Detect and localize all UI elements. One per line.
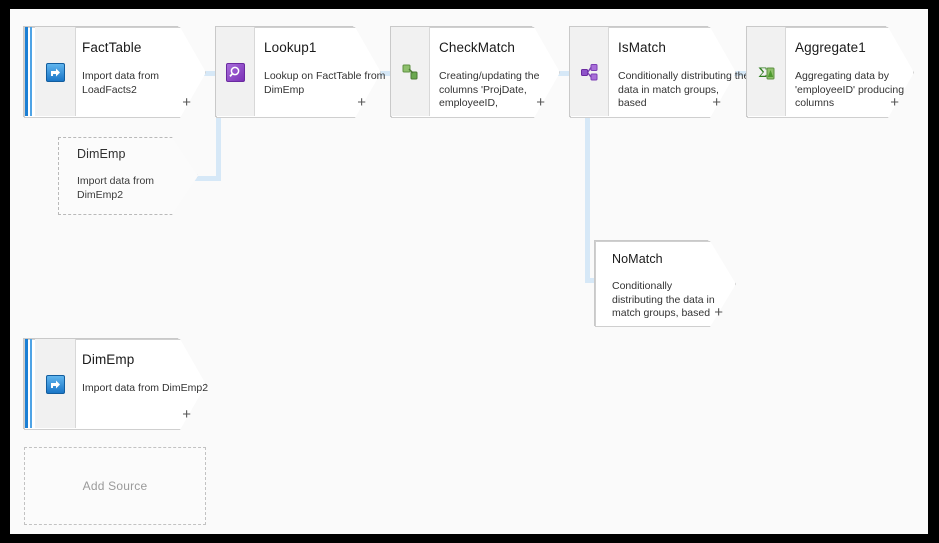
node-title: DimEmp: [82, 352, 135, 367]
node-body: Aggregate1 Aggregating data by 'employee…: [795, 27, 917, 116]
wire-ismatch-to-nomatch-vertical: [585, 113, 590, 283]
add-next-step-button[interactable]: +: [357, 94, 366, 111]
node-description: Conditionally distributing the data in m…: [618, 70, 750, 109]
node-title: CheckMatch: [439, 40, 516, 55]
node-icon-gutter: [391, 27, 430, 116]
add-source-button[interactable]: Add Source: [24, 447, 206, 525]
add-next-step-button[interactable]: +: [536, 94, 545, 111]
wire-checkmatch-to-ismatch: [551, 71, 576, 76]
add-next-step-button[interactable]: +: [890, 94, 899, 111]
svg-text:Σ: Σ: [758, 66, 767, 81]
node-body: IsMatch Conditionally distributing the d…: [618, 27, 749, 116]
wire-dimemp-ghost-vertical: [216, 71, 221, 181]
node-icon-gutter: [570, 27, 609, 116]
node-title: Lookup1: [264, 40, 317, 55]
add-next-step-button[interactable]: +: [182, 94, 191, 111]
node-lookup1[interactable]: Lookup1 Lookup on FactTable from DimEmp …: [216, 27, 385, 116]
node-description: Lookup on FactTable from DimEmp: [264, 70, 386, 96]
derived-column-icon: [401, 63, 420, 82]
source-accent-bars: [24, 339, 35, 428]
node-dimemp-ghost[interactable]: DimEmp Import data from DimEmp2: [58, 137, 196, 213]
node-body: DimEmp Import data from DimEmp2: [82, 339, 208, 428]
add-next-step-button[interactable]: +: [714, 304, 723, 321]
source-accent-bars: [24, 27, 35, 116]
conditional-split-icon: [580, 63, 599, 82]
node-aggregate1[interactable]: Σ Aggregate1 Aggregating data by 'employ…: [747, 27, 912, 116]
import-source-icon: [46, 374, 65, 394]
node-ismatch[interactable]: IsMatch Conditionally distributing the d…: [570, 27, 749, 116]
node-icon-gutter: Σ: [747, 27, 786, 116]
node-body: NoMatch Conditionally distributing the d…: [612, 241, 724, 325]
node-shape: [58, 137, 198, 215]
node-icon-gutter: [216, 27, 255, 116]
node-icon-gutter: [35, 27, 76, 116]
node-title: IsMatch: [618, 40, 666, 55]
node-description: Aggregating data by 'employeeID' produci…: [795, 70, 905, 109]
lookup-magnifier-icon: [226, 62, 245, 82]
node-icon-gutter: [35, 339, 76, 428]
node-title: Aggregate1: [795, 40, 866, 55]
node-title: NoMatch: [612, 252, 663, 266]
node-shape: [595, 241, 736, 327]
dataflow-canvas[interactable]: FactTable Import data from LoadFacts2 +: [10, 9, 928, 534]
node-body: DimEmp Import data from DimEmp2: [77, 137, 187, 213]
node-nomatch[interactable]: NoMatch Conditionally distributing the d…: [595, 241, 734, 325]
node-body: CheckMatch Creating/updating the columns…: [439, 27, 557, 116]
add-next-step-button[interactable]: +: [182, 406, 191, 423]
node-title: DimEmp: [77, 147, 126, 161]
wire-lookup1-to-checkmatch: [372, 71, 397, 76]
node-dimemp-source[interactable]: DimEmp Import data from DimEmp2 +: [24, 339, 208, 428]
add-source-label: Add Source: [82, 479, 148, 493]
aggregate-sigma-icon: Σ: [757, 63, 776, 82]
node-checkmatch[interactable]: CheckMatch Creating/updating the columns…: [391, 27, 558, 116]
node-description: Import data from DimEmp2: [82, 382, 209, 394]
node-body: FactTable Import data from LoadFacts2: [82, 27, 200, 116]
node-title: FactTable: [82, 40, 142, 55]
wire-ismatch-to-aggregate1: [727, 71, 753, 76]
node-facttable[interactable]: FactTable Import data from LoadFacts2 +: [24, 27, 204, 116]
node-body: Lookup1 Lookup on FactTable from DimEmp: [264, 27, 385, 116]
node-description: Conditionally distributing the data in m…: [612, 280, 715, 319]
node-description: Import data from LoadFacts2: [82, 70, 160, 96]
add-next-step-button[interactable]: +: [712, 94, 721, 111]
node-description: Import data from DimEmp2: [77, 175, 155, 201]
node-description: Creating/updating the columns 'ProjDate,…: [439, 70, 540, 109]
import-source-icon: [46, 62, 65, 82]
wire-dimemp-ghost-horizontal: [191, 176, 221, 181]
